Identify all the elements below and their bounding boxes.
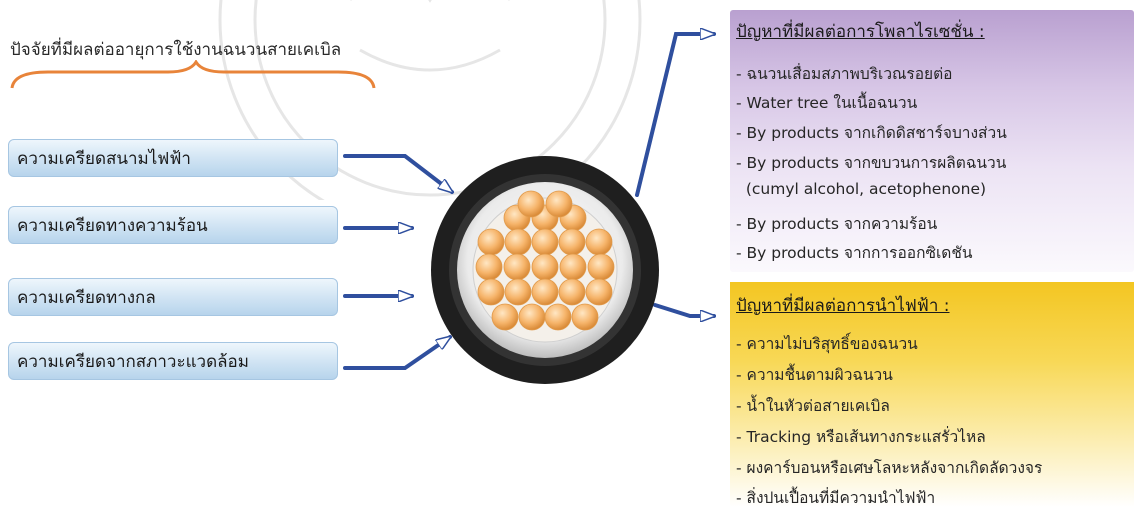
conductor-strand — [477, 278, 505, 306]
conductor-strand — [531, 253, 559, 281]
conductor-strand — [585, 228, 613, 256]
panel-polarization-item: - By products จากความร้อน — [736, 215, 938, 233]
conductor-strand — [517, 190, 545, 218]
panel-conduction-heading: ปัญหาที่มีผลต่อการนำไฟฟ้า : — [736, 296, 950, 316]
conductor-strand — [545, 190, 573, 218]
cable-cross-section-image — [431, 156, 659, 384]
conductor-strand — [503, 253, 531, 281]
university-seal-watermark — [218, 0, 642, 200]
conductor-strand — [544, 303, 572, 331]
arrow-to-conduction — [653, 303, 716, 316]
factor-mechanical-stress: ความเครียดทางกล — [8, 278, 338, 316]
panel-polarization-problems: ปัญหาที่มีผลต่อการโพลาไรเซชั่น : - ฉนวนเ… — [730, 10, 1134, 272]
panel-conduction-item: - สิ่งปนเปื้อนที่มีความนำไฟฟ้า — [736, 489, 936, 507]
conductor-strand — [558, 228, 586, 256]
title-brace — [10, 60, 376, 89]
factor-thermal-stress: ความเครียดทางความร้อน — [8, 206, 338, 244]
conductor-strands — [475, 190, 615, 331]
panel-polarization-item: (cumyl alcohol, acetophenone) — [736, 180, 987, 198]
conductor-strand — [475, 253, 503, 281]
arrow-environmental-stress — [343, 337, 450, 370]
conductor-strand — [558, 278, 586, 306]
panel-polarization-item: - By products จากการออกซิเดชัน — [736, 244, 973, 262]
conductor-strand — [587, 253, 615, 281]
conductor-strand — [518, 303, 546, 331]
diagram-title: ปัจจัยที่มีผลต่ออายุการใช้งานฉนวนสายเคเบ… — [10, 40, 342, 60]
conductor-strand — [491, 303, 519, 331]
panel-polarization-item: - By products จากขบวนการผลิตฉนวน — [736, 154, 1007, 172]
panel-conduction-item: - ความไม่บริสุทธิ์ของฉนวน — [736, 335, 918, 353]
conductor-strand — [559, 253, 587, 281]
panel-polarization-item: - By products จากเกิดดิสชาร์จบางส่วน — [736, 124, 1007, 142]
panel-conduction-item: - ความชื้นตามผิวฉนวน — [736, 366, 893, 384]
conductor-strand — [585, 278, 613, 306]
arrow-electric-stress — [343, 154, 452, 192]
arrow-to-polarization — [635, 34, 716, 197]
factor-electric-field-stress: ความเครียดสนามไฟฟ้า — [8, 139, 338, 177]
factor-environmental-stress: ความเครียดจากสภาวะแวดล้อม — [8, 342, 338, 380]
conductor-strand — [571, 303, 599, 331]
panel-polarization-item: - ฉนวนเสื่อมสภาพบริเวณรอยต่อ — [736, 65, 953, 83]
conductor-strand — [531, 278, 559, 306]
conductor-strand — [504, 228, 532, 256]
panel-conduction-item: - Tracking หรือเส้นทางกระแสรั่วไหล — [736, 428, 986, 446]
panel-conduction-problems: ปัญหาที่มีผลต่อการนำไฟฟ้า : - ความไม่บริ… — [730, 282, 1134, 507]
panel-polarization-heading: ปัญหาที่มีผลต่อการโพลาไรเซชั่น : — [736, 22, 985, 42]
panel-conduction-item: - ผงคาร์บอนหรือเศษโลหะหลังจากเกิดลัดวงจร — [736, 459, 1043, 477]
conductor-strand — [504, 278, 532, 306]
conductor-strand — [477, 228, 505, 256]
conductor-strand — [531, 228, 559, 256]
panel-conduction-item: - น้ำในหัวต่อสายเคเบิล — [736, 397, 890, 415]
panel-polarization-item: - Water tree ในเนื้อฉนวน — [736, 94, 918, 112]
